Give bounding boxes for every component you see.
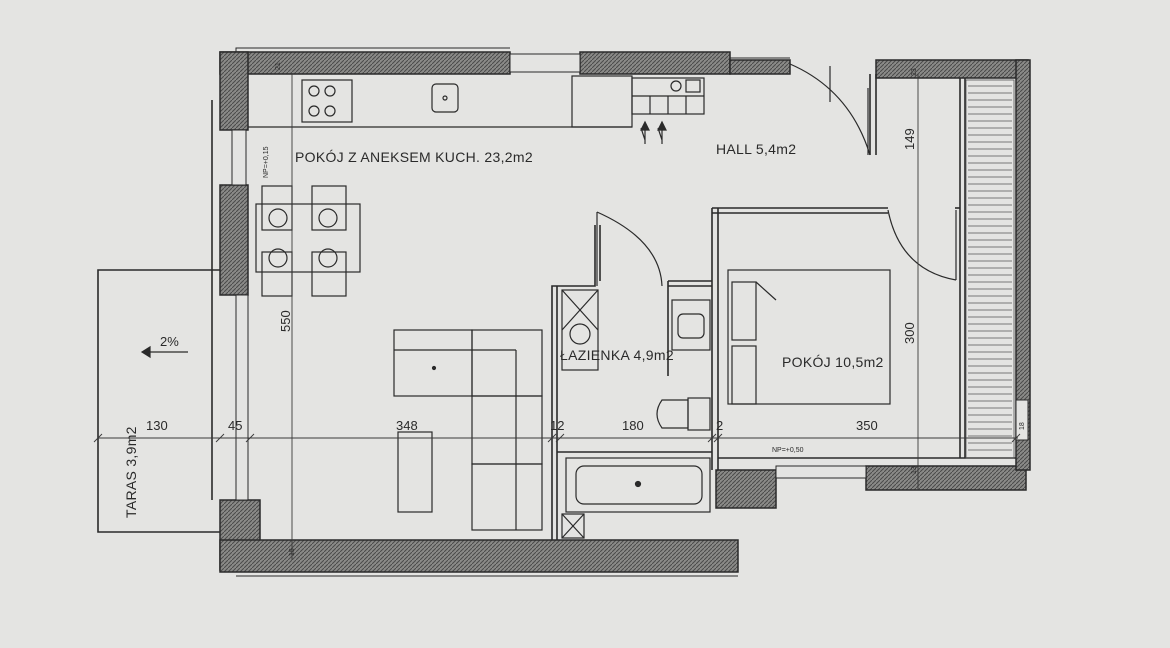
walls [219, 51, 1031, 573]
dimension-tick [707, 433, 717, 443]
window-top [509, 53, 581, 73]
dimension-lines [93, 74, 1021, 560]
washbasin [671, 299, 711, 351]
doors [596, 63, 957, 287]
cooktop [301, 79, 353, 123]
wall-left-upper [219, 51, 249, 131]
entrance-door [789, 63, 871, 156]
slope-arrow-icon [140, 345, 188, 359]
dim-wall-15: 15 [289, 548, 296, 556]
bedroom-door [887, 209, 957, 281]
dim-hall-height: 149 [902, 128, 917, 150]
room-label-living: POKÓJ Z ANEKSEM KUCH. 23,2m2 [295, 149, 533, 165]
dim-wall-13: 13 [911, 466, 918, 474]
windows [231, 53, 1029, 501]
window-bedroom [775, 465, 867, 479]
sink [431, 83, 459, 113]
dim-wall-2: 2 [716, 418, 723, 433]
dim-wall-45: 45 [228, 418, 242, 433]
wall-right [1015, 59, 1031, 471]
wall-left-mid [219, 184, 249, 296]
room-label-hall: HALL 5,4m2 [716, 141, 796, 157]
dim-wall-21: 21 [275, 62, 282, 70]
dim-terrace-width: 130 [146, 418, 168, 433]
interior-walls [551, 74, 1016, 540]
outer-lines [235, 47, 790, 577]
wall-top-left [219, 51, 511, 75]
dim-bedroom-width: 350 [856, 418, 878, 433]
dim-bedroom-height: 300 [902, 322, 917, 344]
room-label-bathroom: ŁAZIENKA 4,9m2 [560, 347, 674, 363]
dim-living-height: 550 [278, 310, 293, 332]
slope-label: 2% [160, 334, 179, 349]
dining-table [255, 185, 361, 297]
sofa [393, 329, 543, 531]
level-bedroom: NP=+0,50 [772, 447, 804, 454]
kitchen [248, 75, 705, 144]
wall-bottom [219, 539, 739, 573]
window-left-top [231, 129, 247, 186]
toilet [656, 399, 689, 429]
dimension-tick [555, 433, 565, 443]
dimension-tick [547, 433, 557, 443]
dimension-tick [93, 433, 103, 443]
bathroom-door [596, 211, 663, 287]
room-label-bedroom: POKÓJ 10,5m2 [782, 354, 884, 370]
level-living: NP=+0,15 [263, 146, 270, 178]
wall-top-mid [579, 51, 731, 75]
wardrobe [965, 79, 1015, 459]
window-left-bottom [235, 294, 249, 501]
dimension-tick [1011, 433, 1021, 443]
dimension-tick [215, 433, 225, 443]
dim-living-width: 348 [396, 418, 418, 433]
dim-wall-23: 23 [911, 68, 918, 76]
dim-wall-12: 12 [550, 418, 564, 433]
wall-bottom-right-2 [865, 465, 1027, 491]
dimension-tick [245, 433, 255, 443]
terrace [97, 100, 220, 533]
bathroom-fixtures [561, 289, 711, 539]
wall-top-right [875, 59, 1029, 79]
dim-bath-width: 180 [622, 418, 644, 433]
dimension-tick [713, 433, 723, 443]
window-right [1015, 399, 1029, 441]
dim-wall-18: 18 [1019, 422, 1026, 430]
coffee-table [397, 431, 433, 513]
wall-bottom-right [715, 469, 777, 509]
room-label-terrace: TARAS 3,9m2 [123, 426, 139, 518]
bed [727, 269, 891, 405]
bathtub [565, 457, 711, 513]
wall-top-stub [729, 59, 791, 75]
fridge [571, 75, 633, 128]
